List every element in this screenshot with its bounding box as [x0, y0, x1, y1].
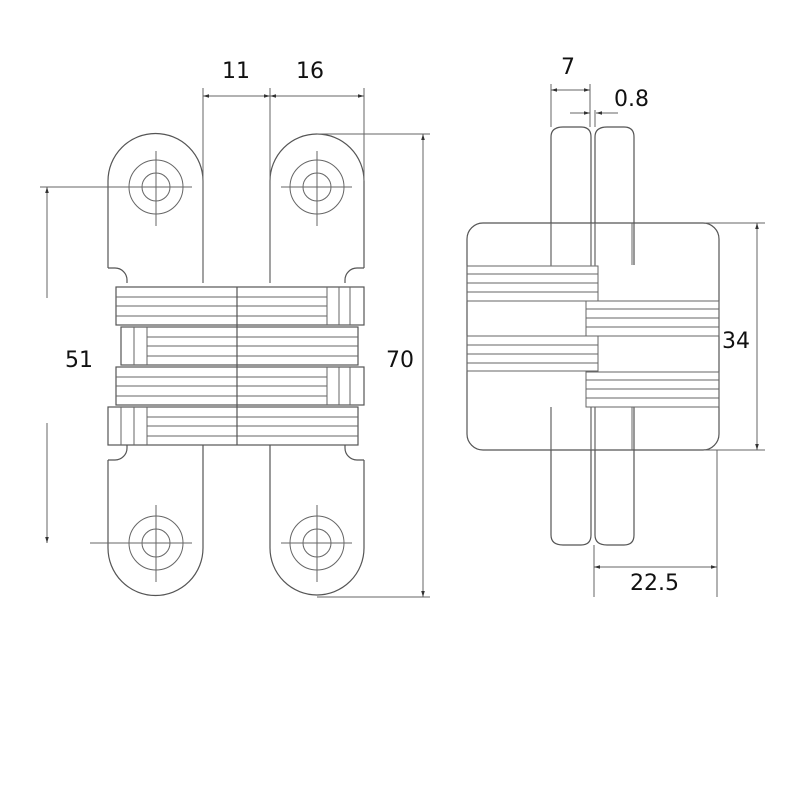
side-plate-right	[594, 126, 635, 265]
side-view	[466, 84, 765, 597]
dim-label-body-depth: 22.5	[630, 571, 679, 596]
dim-label-leaf-gap: 11	[222, 59, 250, 84]
knuckle-assembly	[107, 286, 365, 446]
mounting-hole-top-right	[281, 151, 352, 226]
dim-label-hole-spacing: 51	[65, 348, 93, 373]
mounting-hole-bottom-left	[90, 505, 192, 582]
bottom-right-leaf	[269, 445, 365, 596]
dim-label-overall-length: 70	[386, 348, 414, 373]
dim-label-leaf-width: 16	[296, 59, 324, 84]
mounting-hole-bottom-right	[281, 505, 352, 582]
side-plate-left	[550, 126, 592, 265]
mounting-hole-top-left	[121, 151, 192, 226]
bottom-left-leaf	[107, 445, 204, 597]
dim-label-plate-gap: 0.8	[614, 87, 649, 112]
dim-label-plate-thickness: 7	[561, 55, 575, 80]
top-left-leaf	[107, 132, 204, 283]
front-view	[40, 88, 430, 598]
dim-label-body-height: 34	[722, 329, 750, 354]
